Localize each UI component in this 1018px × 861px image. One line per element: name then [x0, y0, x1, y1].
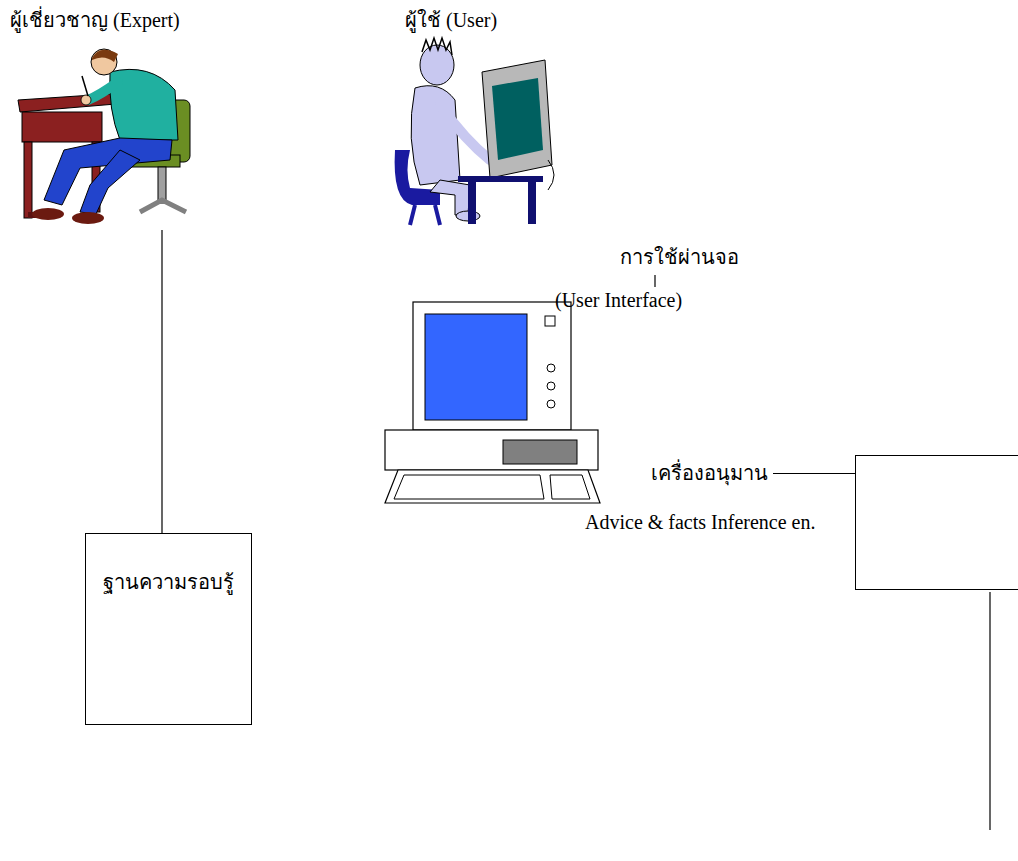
inference-engine-box: เครื่องอนุมาน [855, 455, 1018, 590]
node-label: เครื่องอนุมาน [651, 461, 768, 486]
annotation-label: Advice & facts Inference en. [585, 510, 815, 535]
knowledge-base-box: ฐานความรอบรู้ [85, 533, 252, 725]
expert-line [161, 230, 162, 533]
computer-icon [385, 302, 600, 503]
user-figure [395, 38, 554, 225]
annotation-label: การใช้ผ่านจอ [620, 245, 739, 270]
annotation-label: (User Interface) [555, 288, 682, 313]
annotation-label: ผู้ใช้ (User) [405, 8, 497, 33]
engine-leader [773, 473, 855, 474]
node-label: ฐานความรอบรู้ [86, 534, 251, 595]
annotation-label: ผู้เชี่ยวชาญ (Expert) [10, 8, 180, 33]
ui-leader [654, 275, 655, 287]
output-line [989, 592, 990, 830]
expert-figure [18, 49, 190, 224]
